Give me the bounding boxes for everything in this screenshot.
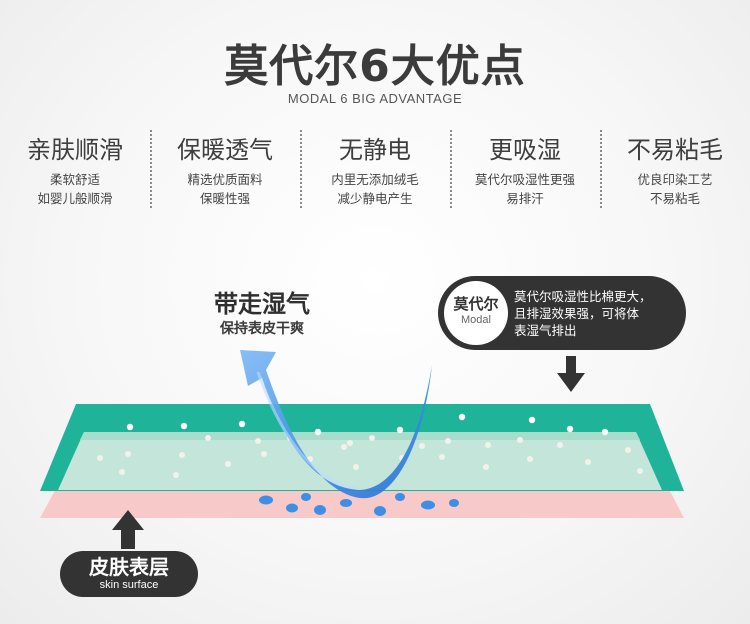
modal-badge-name-en: Modal [461,314,491,326]
water-droplets [259,493,459,516]
modal-desc-line: 表湿气排出 [514,323,577,338]
feature-desc-2: 不易粘毛 [649,191,700,206]
feature-desc-1: 精选优质面料 [187,172,263,187]
feature-desc-2: 易排汗 [506,191,544,206]
features-row: 亲肤顺滑 柔软舒适 如婴儿般顺滑 保暖透气 精选优质面料 保暖性强 无静电 内里… [0,128,750,214]
feature-desc-2: 减少静电产生 [337,191,413,206]
skin-label-title: 皮肤表层 [89,555,169,579]
feature-desc-1: 莫代尔吸湿性更强 [474,172,575,187]
fabric-inner [58,432,662,490]
page-title: 莫代尔6大优点 [224,41,526,92]
feature-title: 更吸湿 [489,136,561,164]
modal-callout: 莫代尔 Modal 莫代尔吸湿性比棉更大， 且排湿效果强，可将体 表湿气排出 [438,276,686,350]
modal-description: 莫代尔吸湿性比棉更大， 且排湿效果强，可将体 表湿气排出 [514,288,680,339]
feature-desc-2: 如婴儿般顺滑 [37,191,113,206]
modal-desc-line: 莫代尔吸湿性比棉更大， [514,289,652,304]
feature-title: 不易粘毛 [627,136,723,164]
feature-desc-1: 优良印染工艺 [637,172,713,187]
fabric-inner-top [80,432,640,440]
feature-item: 无静电 内里无添加绒毛 减少静电产生 [300,128,450,214]
feature-item: 保暖透气 精选优质面料 保暖性强 [150,128,300,214]
carry-moisture-title: 带走湿气 [214,290,310,318]
modal-badge-name: 莫代尔 [453,295,499,313]
up-arrow-icon [112,510,144,549]
modal-desc-line: 且排湿效果强，可将体 [514,306,640,321]
feature-item: 更吸湿 莫代尔吸湿性更强 易排汗 [450,128,600,214]
feature-item: 亲肤顺滑 柔软舒适 如婴儿般顺滑 [0,128,150,214]
wicking-arrow [240,350,432,499]
fiber-dots-inner [97,435,643,478]
modal-badge: 莫代尔 Modal [444,281,508,345]
feature-item: 不易粘毛 优良印染工艺 不易粘毛 [600,128,750,214]
feature-desc-1: 内里无添加绒毛 [331,172,419,187]
feature-title: 保暖透气 [177,136,273,164]
feature-title: 亲肤顺滑 [27,136,123,164]
down-arrow-icon [557,356,585,392]
feature-desc-1: 柔软舒适 [49,172,100,187]
page-subtitle: MODAL 6 BIG ADVANTAGE [287,91,463,106]
carry-moisture-subtitle: 保持表皮干爽 [220,321,304,337]
feature-title: 无静电 [339,136,411,164]
skin-surface-label: 皮肤表层 skin surface [60,551,198,597]
skin-label-en: skin surface [99,579,159,591]
fiber-dots [126,413,609,436]
feature-desc-2: 保暖性强 [199,191,250,206]
